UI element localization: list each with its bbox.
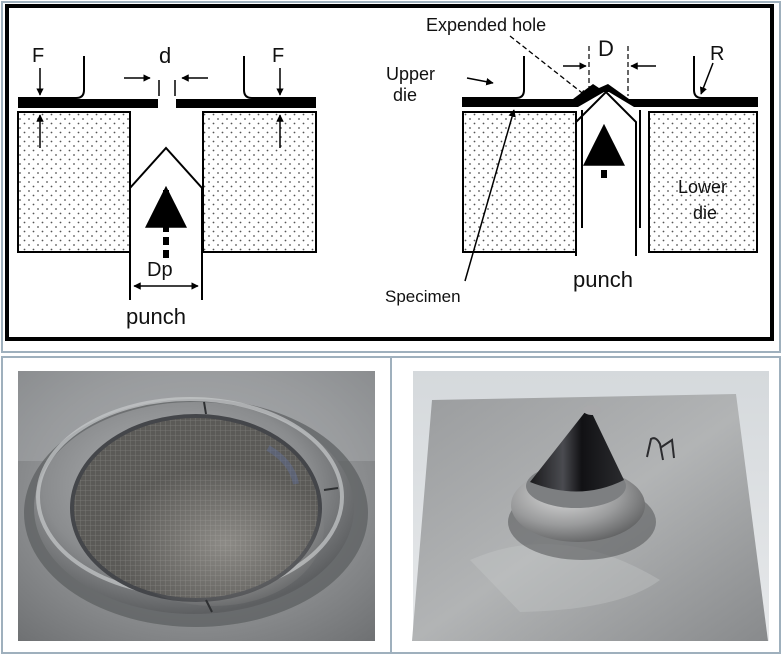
upper-die-label-line2: die <box>393 85 417 105</box>
conical-punch-photo <box>530 407 624 492</box>
lower-die-label-line1: Lower <box>678 177 727 197</box>
lower-die-left-block <box>17 111 131 253</box>
flange-shine <box>266 445 299 485</box>
deformed-sheet <box>462 84 758 107</box>
force-label-left: F <box>32 45 44 67</box>
specimen-leader <box>464 109 516 282</box>
upper-die-right-profile <box>243 56 316 99</box>
photo-expanded-hole <box>18 371 375 641</box>
sheet-right <box>176 99 316 108</box>
specimen-label: Specimen <box>385 287 461 306</box>
mesh-glow <box>104 450 324 606</box>
lower-die-right-block-2 <box>648 111 758 253</box>
expanded-hole-label: Expended hole <box>426 15 546 35</box>
upper-die-left-profile-2 <box>462 56 525 99</box>
schematic-panel: F F d Dp punch Expended hole <box>1 1 781 353</box>
upper-die-left-profile <box>18 56 85 99</box>
plate-reflection <box>470 544 660 612</box>
punch-tip <box>583 405 601 415</box>
upper-die-right-profile-2 <box>693 56 758 99</box>
conical-punch <box>129 146 203 300</box>
punch-label-left: punch <box>126 304 186 329</box>
sheet-left <box>18 99 158 108</box>
flange-crack-right <box>323 487 339 491</box>
lower-die-label-line2: die <box>693 203 717 223</box>
lower-die-right-block <box>202 111 317 253</box>
expanded-stage-schematic: Expended hole D R Upper die Lower die pu… <box>385 15 758 306</box>
radius-leader <box>699 62 714 95</box>
punch-label-right: punch <box>573 267 633 292</box>
handwritten-mark <box>646 437 675 461</box>
initial-stage-schematic: F F d Dp punch <box>17 43 317 329</box>
expanded-diameter-label: D <box>598 36 614 61</box>
upper-die-leader <box>466 77 494 86</box>
photo-specimen-with-punch <box>412 371 769 641</box>
flange-crack-top <box>203 401 207 415</box>
flange-crack-bottom <box>205 599 213 613</box>
punch-diameter-label: Dp <box>147 259 173 281</box>
conical-punch-advanced <box>575 90 637 256</box>
hole-diameter-label: d <box>159 43 171 68</box>
radius-label: R <box>710 43 724 65</box>
upper-die-label-line1: Upper <box>386 64 435 84</box>
lower-die-left-block-2 <box>462 111 577 253</box>
expanded-hole-leader <box>509 35 587 97</box>
force-label-right: F <box>272 45 284 67</box>
